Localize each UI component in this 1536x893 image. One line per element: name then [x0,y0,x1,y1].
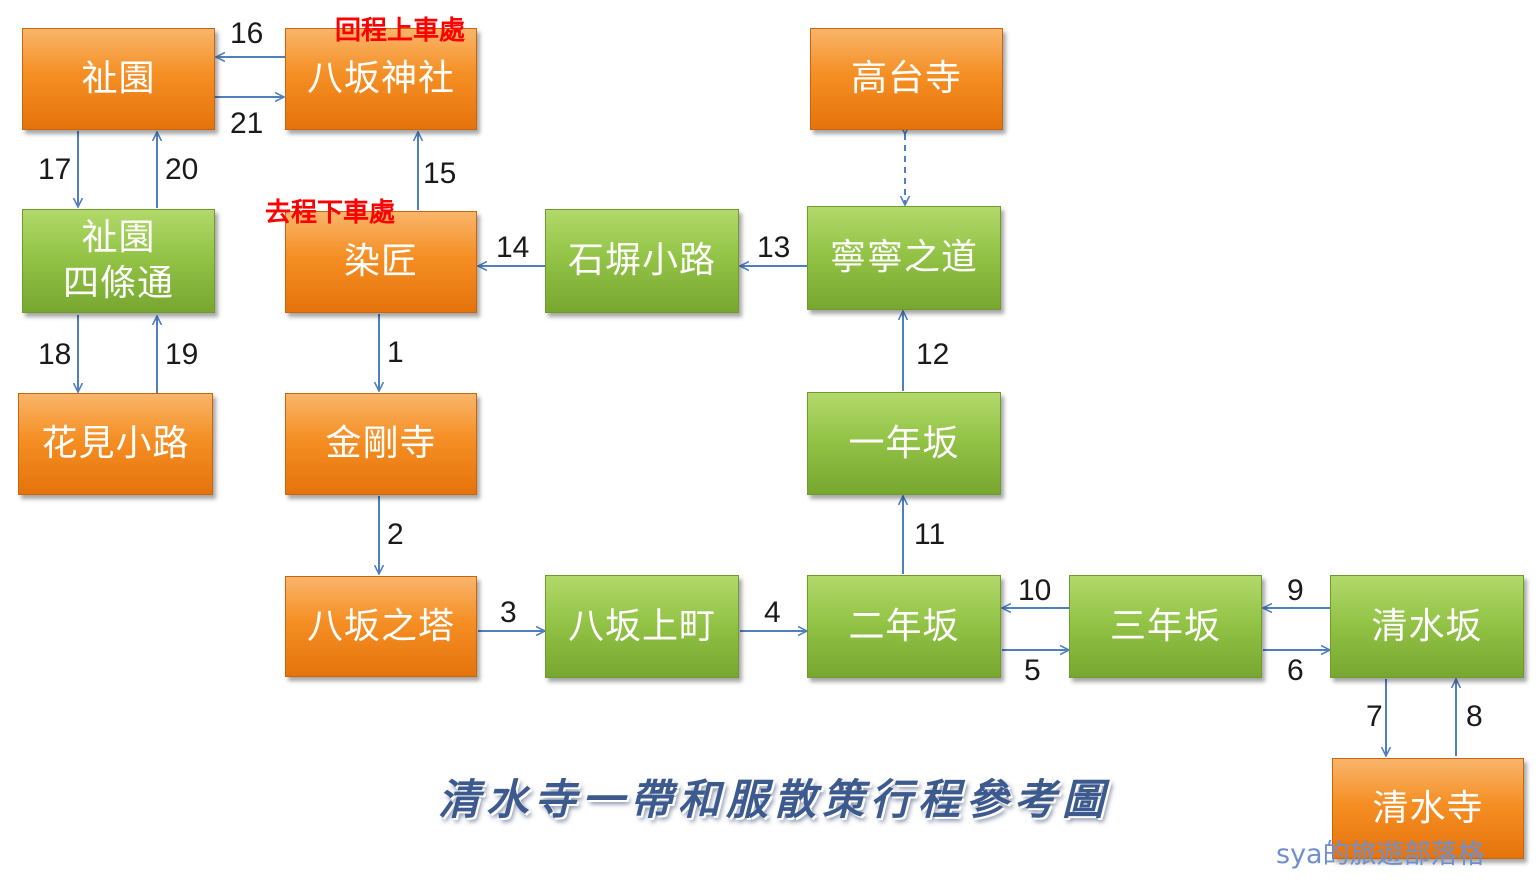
step-6: 6 [1287,654,1304,687]
node-kiyomizuzaka: 清水坂 [1330,575,1524,678]
step-19: 19 [165,338,199,371]
node-kongoji: 金剛寺 [285,393,477,495]
blog-watermark: sya的旅遊部落格 [1276,839,1485,870]
node-ichinenzaka: 一年坂 [807,392,1001,495]
step-12: 12 [916,338,950,371]
node-kodaiji: 高台寺 [810,28,1003,130]
node-yasaka-tower: 八坂之塔 [285,576,477,677]
step-14: 14 [496,231,530,264]
step-8: 8 [1466,700,1483,733]
node-kiyomizudera: 清水寺 [1332,758,1524,859]
step-21: 21 [230,107,264,140]
note-outbound-dropoff: 去程下車處 [265,198,396,228]
node-ninenzaka: 二年坂 [807,575,1001,678]
step-16: 16 [230,17,264,50]
step-17: 17 [38,153,72,186]
node-yasaka-shrine: 八坂神社 [285,28,477,130]
node-someshou: 染匠 [285,211,477,313]
step-10: 10 [1018,574,1052,607]
note-return-pickup: 回程上車處 [335,16,466,46]
node-nene-no-michi: 寧寧之道 [807,206,1001,310]
node-ishibe-koji: 石塀小路 [545,209,739,313]
diagram-title: 清水寺一帶和服散策行程參考圖 [438,775,1111,824]
node-gion: 祉園 [22,28,215,130]
node-yasaka-kamimachi: 八坂上町 [545,575,739,678]
step-2: 2 [387,518,404,551]
step-1: 1 [387,336,404,369]
step-11: 11 [914,518,946,551]
step-13: 13 [757,231,791,264]
step-4: 4 [764,596,781,629]
node-hanamikoji: 花見小路 [18,393,213,495]
step-3: 3 [500,596,517,629]
node-sannenzaka: 三年坂 [1069,575,1262,678]
step-20: 20 [165,153,199,186]
step-18: 18 [38,338,72,371]
step-7: 7 [1366,700,1383,733]
step-15: 15 [423,157,457,190]
step-5: 5 [1024,654,1041,687]
node-gion-shijo: 祉園 四條通 [22,209,215,313]
step-9: 9 [1287,574,1304,607]
